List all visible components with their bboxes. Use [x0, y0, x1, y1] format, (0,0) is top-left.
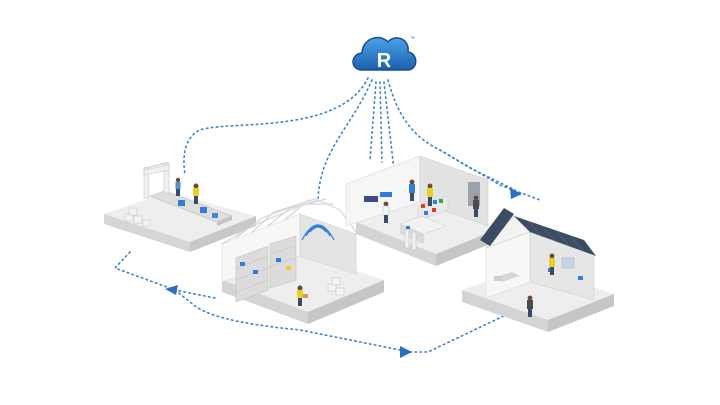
item-box — [286, 266, 291, 270]
solar-roof — [514, 216, 596, 256]
link-retail-home — [439, 149, 516, 191]
worker-icon — [175, 177, 181, 196]
arrow-icon — [400, 346, 412, 358]
link-bottom-home — [409, 311, 513, 353]
item-box — [253, 270, 258, 274]
link-warehouse-bottom — [174, 289, 411, 353]
home-scene — [462, 208, 614, 332]
pallet-boxes — [124, 207, 151, 227]
rfid-gate — [404, 229, 417, 251]
rfid-signal-icon — [301, 224, 335, 241]
cloud-icon — [352, 36, 417, 71]
shopper-icon — [409, 179, 415, 201]
window — [561, 257, 575, 269]
sofa — [494, 272, 520, 282]
rfid-gate — [143, 162, 170, 199]
factory-scene — [104, 162, 256, 252]
item-box — [276, 258, 281, 262]
solar-panel — [480, 208, 514, 246]
clothing-rack — [364, 192, 392, 202]
link-cloud-factory — [183, 77, 369, 176]
link-cloud-warehouse — [317, 79, 373, 201]
item-box — [240, 262, 245, 266]
cloud-logo: R ™ — [352, 36, 417, 72]
worker-icon — [193, 183, 199, 204]
shopper-icon — [473, 195, 479, 217]
link-cloud-retail-2 — [379, 81, 383, 163]
item-box — [212, 213, 218, 218]
resident-icon — [549, 253, 555, 275]
retail-scene — [345, 155, 500, 266]
shopper-icon — [427, 183, 433, 206]
connection-links — [113, 77, 541, 353]
item-box — [200, 207, 207, 213]
arrow-icon — [510, 188, 522, 199]
pallet-boxes — [327, 277, 345, 296]
item-box — [178, 200, 185, 206]
roof-trusses — [221, 197, 357, 245]
link-factory-warehouse — [113, 251, 216, 299]
link-cloud-retail-1 — [369, 81, 377, 161]
resident-icon — [527, 295, 533, 317]
worker-icon — [297, 285, 308, 306]
logo-trademark: ™ — [410, 36, 415, 42]
flow-arrows — [165, 188, 522, 358]
arrow-icon — [165, 285, 178, 295]
item-box — [578, 276, 583, 280]
logo-letter: R — [377, 50, 392, 72]
shopper-icon — [382, 201, 390, 223]
link-cloud-retail-3 — [383, 81, 395, 171]
warehouse-scene — [221, 197, 384, 324]
